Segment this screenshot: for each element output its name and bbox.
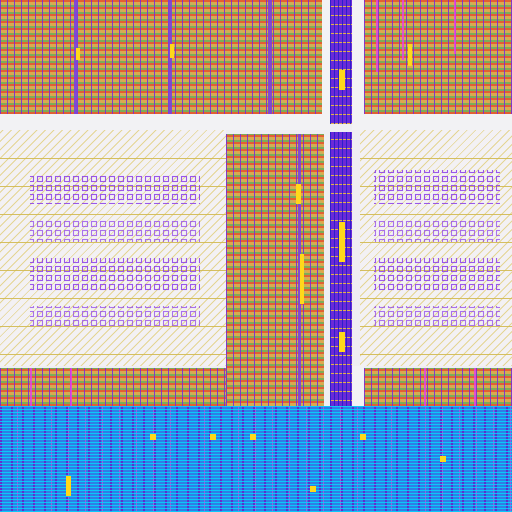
bottom-routing-bus [0,406,512,512]
center-stdcell-column [226,134,324,410]
via-marker [408,44,412,66]
row-line [360,298,512,299]
magenta-route [376,0,378,72]
via-marker [360,434,366,440]
placement-gap [352,0,364,130]
row-line [360,326,512,327]
row-line [360,158,512,159]
magenta-route [402,0,404,60]
placement-gap [0,114,330,130]
via-marker [440,456,446,462]
placement-gap [352,114,512,130]
right-sram-macro [360,130,512,366]
left-sram-macro [0,130,226,366]
via-marker [339,222,345,262]
row-line [0,214,226,215]
magenta-route [70,368,72,406]
via-marker [339,70,345,90]
row-line [0,298,226,299]
magenta-route [424,368,426,406]
via-marker [210,434,216,440]
magenta-route [30,368,32,406]
via-marker [76,48,80,60]
via-marker [300,254,304,304]
placement-gap [352,366,364,406]
via-marker [66,476,71,496]
power-rail [268,0,272,114]
bitcell-pad-array [30,174,200,328]
row-line [360,214,512,215]
power-rail [298,134,301,410]
via-marker [250,434,256,440]
via-marker [339,332,345,352]
row-line [360,354,512,355]
vertical-routing-channel-middle [330,132,352,410]
bitcell-pad-array [374,170,500,326]
magenta-route [474,368,476,406]
via-marker [310,486,316,492]
magenta-route [454,0,456,54]
row-line [0,242,226,243]
bottom-right-stdcell-block [364,368,512,406]
top-right-stdcell-block [364,0,512,114]
row-line [0,354,226,355]
bottom-left-stdcell-block [0,368,226,406]
vertical-routing-channel-top [330,0,352,124]
via-marker [170,44,174,58]
top-left-stdcell-block [0,0,322,114]
via-marker [296,184,301,204]
row-line [360,242,512,243]
placement-gap [322,0,330,130]
via-marker [150,434,156,440]
row-line [0,158,226,159]
